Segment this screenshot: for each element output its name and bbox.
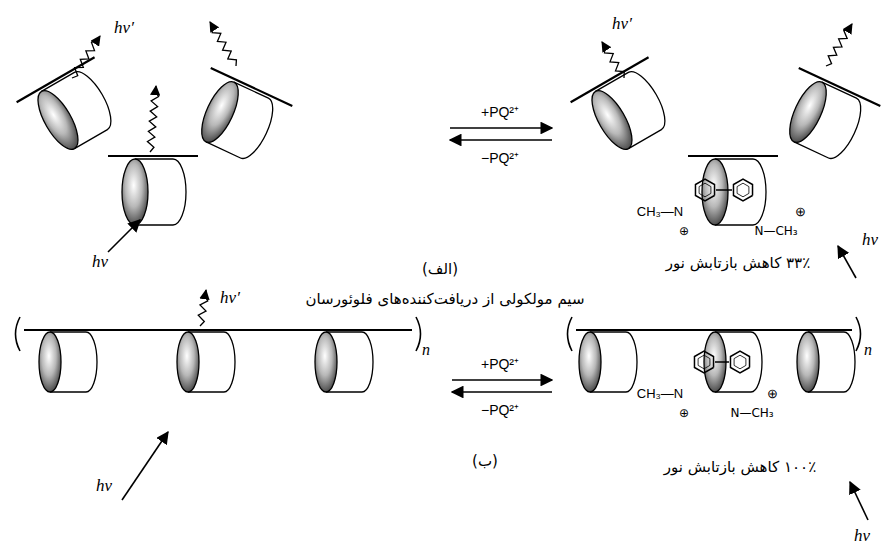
charge-label: ⊕ <box>679 225 689 239</box>
cyclodextrin-cylinder <box>688 156 778 225</box>
pyridinium-ring <box>733 179 752 201</box>
methyl-group-label: ⊕ <box>765 387 780 402</box>
photon-label: hν′ <box>114 18 134 38</box>
equilibrium-arrow <box>450 139 552 141</box>
charge-label: ⊕ <box>679 407 689 421</box>
cyclodextrin-cylinder <box>571 57 683 162</box>
equilibrium-arrow <box>452 391 552 393</box>
result-text: ۳۳٪ کاهش بازتابش نور <box>666 255 810 272</box>
fluorophore-bar <box>17 57 95 102</box>
photon-label: hν′ <box>612 14 632 34</box>
repeat-bracket <box>568 317 573 351</box>
panel-label: (ب) <box>472 453 498 470</box>
cyclodextrin-cylinder <box>177 332 235 392</box>
reagent-label: −PQ²⁺ <box>481 402 519 418</box>
cyclodextrin-cylinder <box>182 68 293 169</box>
pyridinium-ring <box>695 179 714 201</box>
excitation-arrow <box>850 482 868 520</box>
aromatic-ring <box>698 355 710 369</box>
cyclodextrin-cylinder <box>770 68 881 169</box>
aromatic-ring <box>699 183 711 197</box>
emission-arrow <box>72 36 100 78</box>
cylinder-rim <box>30 85 86 155</box>
cylinder-rim <box>782 77 833 148</box>
photon-label: hν′ <box>220 288 240 308</box>
methyl-group-label: CH₃—N <box>635 205 685 220</box>
emission-arrow <box>147 86 158 152</box>
pyridinium-ring <box>730 351 749 373</box>
cylinder-rim <box>39 332 61 392</box>
polymer-backbone <box>576 329 852 331</box>
reagent-label: +PQ²⁺ <box>481 356 519 372</box>
reagent-label: +PQ²⁺ <box>481 104 519 120</box>
emission-arrow <box>210 22 236 66</box>
excitation-arrow <box>838 246 856 278</box>
section-heading: سیم مولکولی از دریافت‌کننده‌های فلوئورسا… <box>306 291 585 308</box>
equilibrium-arrow <box>450 127 552 129</box>
fluorophore-bar <box>688 155 778 157</box>
cylinder-rim <box>315 332 337 392</box>
emission-arrow <box>198 290 207 326</box>
cylinder-rim <box>797 332 819 392</box>
cylinder-rim <box>584 85 640 155</box>
fluorophore-bar <box>799 68 881 106</box>
polymer-backbone <box>24 329 412 331</box>
bipyridyl-bond <box>715 361 729 363</box>
pyridinium-ring <box>694 351 713 373</box>
cylinder-rim <box>177 332 199 392</box>
cyclodextrin-cylinder <box>797 332 855 392</box>
cyclodextrin-cylinder <box>17 57 129 162</box>
cyclodextrin-cylinder <box>108 156 198 225</box>
methyl-group-label: CH₃—N <box>635 387 685 402</box>
methyl-group-label: ⊕ <box>793 205 808 220</box>
emission-arrow <box>826 24 852 66</box>
cyclodextrin-cylinder <box>315 332 373 392</box>
cyclodextrin-cylinder <box>704 332 762 392</box>
cylinder-rim <box>122 159 148 225</box>
panel-label: (الف) <box>422 261 458 278</box>
cyclodextrin-cylinder <box>39 332 97 392</box>
photon-label: hν <box>862 230 878 250</box>
aromatic-ring <box>737 183 749 197</box>
fluorophore-bar <box>571 57 649 102</box>
excitation-arrow <box>108 220 140 252</box>
fluorophore-bar <box>108 155 198 157</box>
repeat-index: n <box>422 341 430 359</box>
cylinder-rim <box>194 77 245 148</box>
fluorophore-bar <box>211 68 293 106</box>
bipyridyl-bond <box>716 189 732 191</box>
photon-label: hν <box>92 252 108 272</box>
charge-label: N—CH₃ <box>730 407 773 421</box>
photon-label: hν <box>854 526 870 546</box>
equilibrium-arrow <box>452 379 552 381</box>
repeat-bracket <box>856 317 861 351</box>
result-text: ۱۰۰٪ کاهش بازتابش نور <box>664 459 816 476</box>
reagent-label: −PQ²⁺ <box>481 150 519 166</box>
aromatic-ring <box>734 355 746 369</box>
emission-arrow <box>602 42 624 78</box>
repeat-index: n <box>864 341 872 359</box>
charge-label: N—CH₃ <box>754 225 797 239</box>
photon-label: hν <box>96 476 112 496</box>
cyclodextrin-cylinder <box>579 332 637 392</box>
repeat-bracket <box>16 317 21 351</box>
excitation-arrow <box>122 432 168 500</box>
cylinder-rim <box>579 332 601 392</box>
repeat-bracket <box>416 317 421 351</box>
